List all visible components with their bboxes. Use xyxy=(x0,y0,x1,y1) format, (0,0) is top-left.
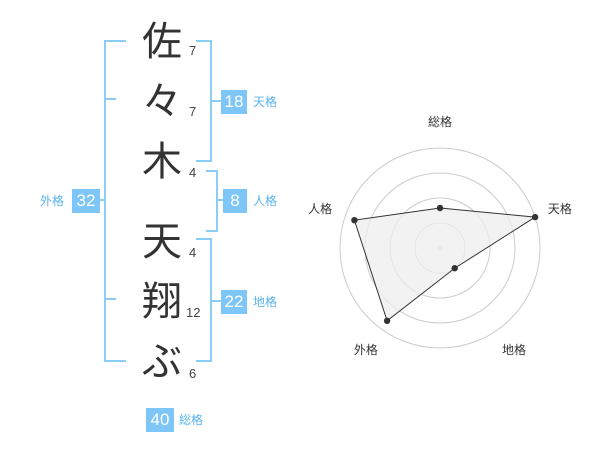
name-char-5: 翔 xyxy=(142,279,182,325)
radar-axis-label: 天格 xyxy=(548,201,572,216)
gaikaku-bracket-tick xyxy=(104,298,116,300)
stroke-count-5: 12 xyxy=(186,305,201,320)
stroke-count-2: 7 xyxy=(189,104,197,119)
chikaku-badge: 22 xyxy=(221,290,247,314)
radar-point-1 xyxy=(436,204,444,212)
name-char-2: 々 xyxy=(142,79,182,125)
name-char-3: 木 xyxy=(142,139,182,185)
radar-point-4 xyxy=(383,317,391,325)
gaikaku-badge: 32 xyxy=(72,189,100,213)
radar-point-5 xyxy=(351,216,358,224)
stroke-count-1: 7 xyxy=(189,43,197,58)
name-char-6: ぶ xyxy=(142,339,182,385)
radar-axis-label: 外格 xyxy=(354,342,378,357)
chikaku-bracket xyxy=(196,238,212,362)
gaikaku-label: 外格 xyxy=(40,194,65,208)
name-char-4: 天 xyxy=(142,219,182,265)
stroke-count-3: 4 xyxy=(189,165,197,180)
tenkaku-label: 天格 xyxy=(253,95,278,109)
chikaku-bracket-connector xyxy=(211,300,221,302)
radar-axis-label: 総格 xyxy=(428,114,452,129)
tenkaku-bracket xyxy=(196,40,212,162)
jinkaku-badge: 8 xyxy=(223,189,247,213)
stroke-count-4: 4 xyxy=(189,245,197,260)
tenkaku-bracket-connector xyxy=(211,100,221,102)
gaikaku-bracket-tick xyxy=(104,98,116,100)
stroke-count-6: 6 xyxy=(189,366,197,381)
soukaku-label: 総格 xyxy=(179,413,204,427)
name-char-1: 佐 xyxy=(142,19,182,65)
gaikaku-bracket xyxy=(104,40,126,362)
radar-axis-label: 地格 xyxy=(502,342,526,357)
soukaku-badge: 40 xyxy=(146,408,174,432)
radar-axis-label: 人格 xyxy=(308,201,332,216)
radar-data-polygon xyxy=(353,207,537,322)
radar-grid-ring xyxy=(339,147,541,349)
radar-point-2 xyxy=(531,213,539,221)
chikaku-label: 地格 xyxy=(253,295,278,309)
jinkaku-label: 人格 xyxy=(253,194,278,208)
tenkaku-badge: 18 xyxy=(221,90,247,114)
gaikaku-bracket-connector xyxy=(98,199,105,201)
jinkaku-bracket xyxy=(206,170,218,232)
jinkaku-bracket-connector xyxy=(217,199,223,201)
radar-point-3 xyxy=(451,265,458,272)
